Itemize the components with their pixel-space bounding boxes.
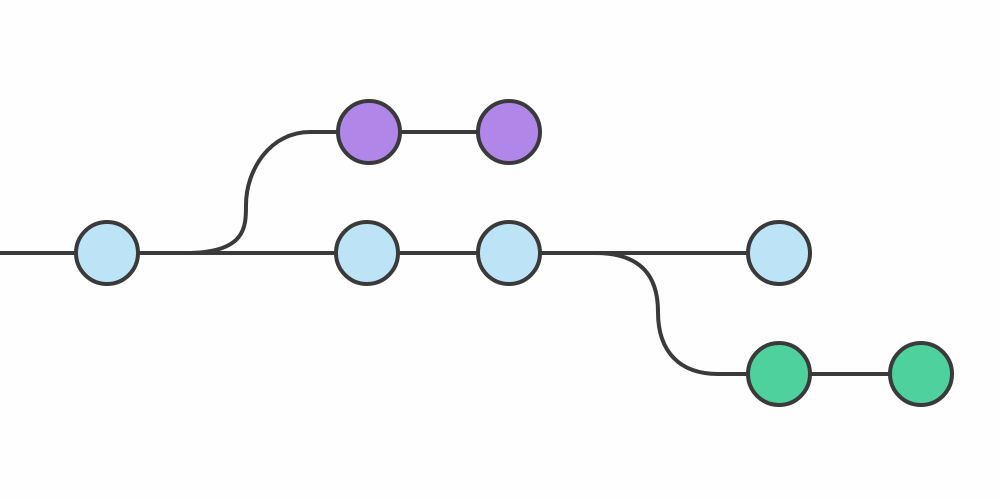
commit-node-feature-purple-2 bbox=[476, 99, 542, 165]
commits-layer bbox=[74, 99, 954, 407]
commit-node-feature-green-2 bbox=[888, 341, 954, 407]
branch-green-fork bbox=[593, 251, 781, 376]
commit-node-main-1 bbox=[74, 220, 140, 286]
branch-purple-fork bbox=[184, 130, 371, 255]
commit-node-feature-purple-1 bbox=[336, 99, 402, 165]
commit-node-main-4 bbox=[746, 220, 812, 286]
commit-node-main-3 bbox=[476, 220, 542, 286]
commit-node-main-2 bbox=[334, 220, 400, 286]
commit-node-feature-green-1 bbox=[746, 341, 812, 407]
